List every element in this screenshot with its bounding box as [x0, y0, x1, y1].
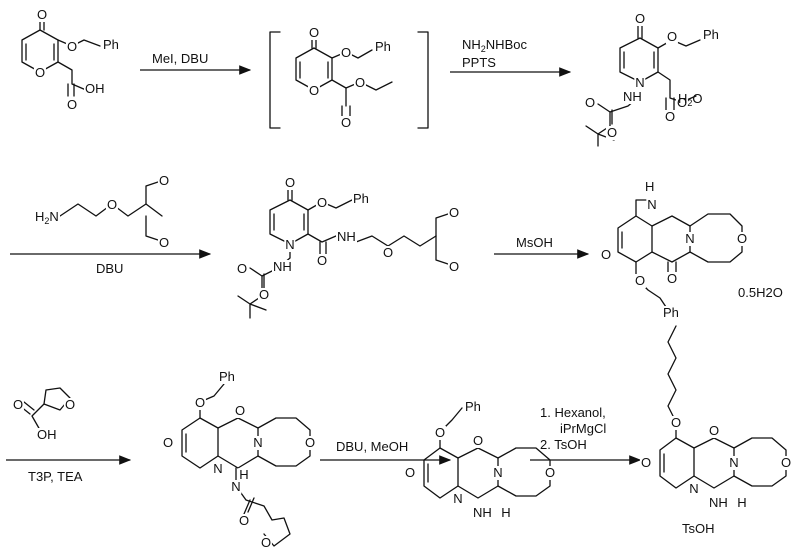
atom-o-keto-5: O [599, 247, 613, 262]
atom-ph-2: Ph [374, 39, 392, 54]
atom-o-amide-7: O [471, 433, 485, 448]
atom-o-ether-5: O [633, 273, 647, 288]
atom-o-thf-6: O [259, 535, 273, 550]
atom-o-carbonyl-2: O [339, 115, 353, 130]
reagent-7c: 2. TsOH [540, 437, 587, 452]
reagent-7b: iPrMgCl [560, 421, 607, 436]
atom-n-7b: N [452, 491, 464, 506]
atom-o-ome1-4: O [447, 205, 461, 220]
atom-o-reagent-ome1: O [157, 173, 171, 188]
atom-oh-acid: OH [36, 427, 58, 442]
atom-o-thf: O [63, 397, 77, 412]
atom-h2n-reagent: H2N [34, 209, 60, 228]
atom-n-4: N [284, 237, 296, 252]
atom-h-5: H [644, 179, 656, 194]
atom-o-keto-6: O [161, 435, 175, 450]
atom-nh-8: NH [708, 495, 729, 510]
atom-o-reagent: O [105, 197, 119, 212]
atom-o-ether-1: O [65, 39, 79, 54]
atom-nh-4: NH [272, 259, 293, 274]
atom-n-8a: N [728, 455, 740, 470]
atom-o-3: O [633, 11, 647, 26]
atom-o-keto-8: O [639, 455, 653, 470]
reagent-3: DBU [96, 261, 124, 276]
atom-o-ether-6: O [193, 395, 207, 410]
reagent-1: MeI, DBU [152, 51, 209, 66]
atom-nh-7: NH [472, 505, 493, 520]
thf-acid [19, 387, 71, 431]
atom-n-7a: N [492, 465, 504, 480]
atom-o-2: O [307, 25, 321, 40]
atom-o-acyl-6: O [237, 513, 251, 528]
atom-o-amide-8: O [707, 423, 721, 438]
atom-o-boc-ether-4: O [257, 287, 271, 302]
atom-o-boc-3: O [583, 95, 597, 110]
compound-7 [423, 407, 551, 499]
hydrate-label-1: H2O [678, 91, 703, 109]
atom-o-ether-3: O [665, 29, 679, 44]
atom-o-ring-2: O [307, 83, 321, 98]
atom-o-chain-4: O [381, 245, 395, 260]
atom-o-ether-8: O [669, 415, 683, 430]
atom-n-6c: N [230, 479, 242, 494]
atom-o-ether-7: O [433, 425, 447, 440]
atom-o-4: O [283, 175, 297, 190]
atom-n-5b: N [684, 231, 696, 246]
atom-o-carbonyl-1: O [65, 97, 79, 112]
compound-8 [659, 325, 787, 489]
atom-ph-7: Ph [464, 399, 482, 414]
atom-o-ester-2: O [353, 75, 367, 90]
atom-o-boc-4: O [235, 261, 249, 276]
atom-ph-3: Ph [702, 27, 720, 42]
compound-5 [617, 199, 743, 311]
atom-o-amide-5: O [665, 271, 679, 286]
atom-ph-1: Ph [102, 37, 120, 52]
atom-n-5a: N [646, 197, 658, 212]
atom-o-1: O [35, 7, 49, 22]
atom-n-6a: N [252, 435, 264, 450]
atom-h-7: H [500, 505, 512, 520]
atom-nh-amide-4: NH [336, 229, 357, 244]
atom-o-ring-8: O [779, 455, 793, 470]
atom-o-boc-ether-3: O [605, 125, 619, 140]
atom-o-ome2-4: O [447, 259, 461, 274]
atom-oh-1: OH [84, 81, 106, 96]
atom-ph-6: Ph [218, 369, 236, 384]
reagent-4: MsOH [516, 235, 553, 250]
atom-o-amide-6: O [233, 403, 247, 418]
atom-o-amide-4: O [315, 253, 329, 268]
atom-h-6: H [238, 467, 250, 482]
salt-label: TsOH [682, 521, 715, 536]
atom-o-ring-6: O [303, 435, 317, 450]
atom-o-keto-7: O [403, 465, 417, 480]
atom-nh-3: NH [622, 89, 643, 104]
atom-o-ester-3: O [675, 95, 689, 110]
reagent-2-hydrazine: NH2NHBoc [462, 37, 527, 55]
atom-o-carbonyl-3: O [663, 109, 677, 124]
atom-o-ring-1: O [33, 65, 47, 80]
hydrate-label-2: 0.5H2O [738, 285, 783, 300]
atom-o-ether-2: O [339, 45, 353, 60]
atom-o-acid: O [11, 397, 25, 412]
atom-n-8b: N [688, 481, 700, 496]
reagent-6: DBU, MeOH [336, 439, 409, 454]
atom-o-ring-7: O [543, 465, 557, 480]
atom-n-6b: N [212, 461, 224, 476]
atom-o-ring-5: O [735, 231, 749, 246]
reagent-5: T3P, TEA [28, 469, 83, 484]
atom-h-8: H [736, 495, 748, 510]
atom-o-ether-4: O [315, 195, 329, 210]
atom-ph-4: Ph [352, 191, 370, 206]
atom-o-reagent-ome2: O [157, 235, 171, 250]
compound-4 [237, 185, 455, 319]
atom-ph-5: Ph [662, 305, 680, 320]
atom-n-3: N [634, 75, 646, 90]
reagent-7a: 1. Hexanol, [540, 405, 606, 420]
reagent-2-ppts: PPTS [462, 55, 496, 70]
